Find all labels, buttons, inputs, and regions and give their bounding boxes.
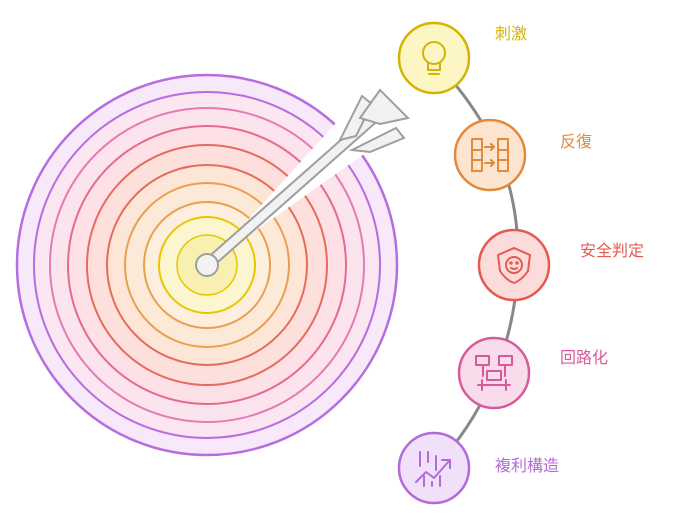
shield-icon	[497, 247, 531, 284]
growth-chart-icon	[415, 451, 451, 487]
node-0	[397, 21, 471, 95]
lightbulb-icon	[422, 41, 446, 75]
label-compound-structure: 複利構造	[495, 456, 560, 475]
node-3	[457, 336, 531, 410]
node-2	[477, 228, 551, 302]
arrow	[195, 88, 411, 277]
label-repetition: 反復	[560, 132, 593, 151]
network-icon	[475, 355, 513, 391]
node-4	[397, 431, 471, 505]
label-safety-judgment: 安全判定	[580, 241, 645, 260]
arrow-feather-right	[348, 126, 406, 154]
label-circuitization: 回路化	[560, 348, 609, 367]
arrow-feather-tip	[358, 88, 411, 126]
repeat-grid-icon	[471, 138, 509, 172]
label-stimulus: 刺激	[495, 24, 528, 43]
node-1	[453, 118, 527, 192]
